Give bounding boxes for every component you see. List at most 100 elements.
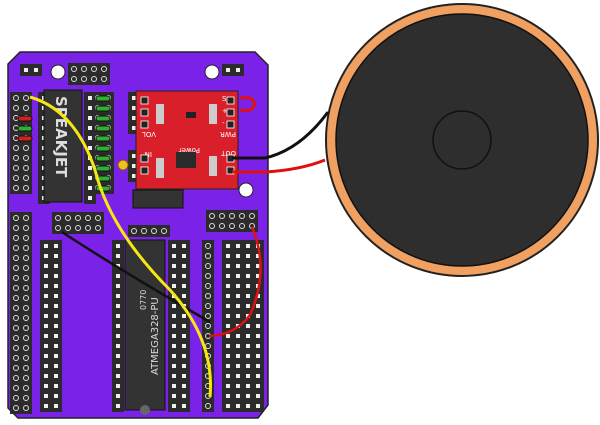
header-pin — [209, 223, 215, 229]
header-pin — [55, 225, 61, 231]
header-pin — [54, 304, 58, 308]
header-pin — [13, 225, 19, 231]
header-pin — [226, 374, 230, 378]
header-pin — [13, 405, 19, 411]
header-pin — [236, 334, 240, 338]
header-pin — [13, 345, 19, 351]
header-pin — [226, 354, 230, 358]
header-pin — [116, 354, 120, 358]
header-pin — [236, 344, 240, 348]
mounting-hole — [50, 64, 66, 80]
header-pin — [23, 145, 29, 151]
header-pin — [182, 384, 186, 388]
header-pin — [54, 364, 58, 368]
header-pin — [44, 254, 48, 258]
header-pin — [13, 155, 19, 161]
header-pin — [13, 305, 19, 311]
header-pin — [23, 105, 29, 111]
header-pin — [23, 225, 29, 231]
header-pin — [236, 304, 240, 308]
header-pin — [226, 254, 230, 258]
wire-red-speaker — [232, 158, 326, 174]
header-pin — [172, 244, 176, 248]
wire-red-jumper — [239, 96, 256, 112]
header-strip — [222, 240, 264, 412]
header-pin — [116, 244, 120, 248]
header-pin — [236, 374, 240, 378]
header-pin — [205, 243, 211, 249]
header-pin — [23, 265, 29, 271]
header-pin — [23, 355, 29, 361]
header-pin — [116, 304, 120, 308]
header-pin — [172, 284, 176, 288]
wire-black-speaker — [232, 111, 330, 160]
header-pin — [44, 274, 48, 278]
header-pin — [13, 255, 19, 261]
header-pin — [23, 235, 29, 241]
pwr-label: PWR — [220, 130, 236, 138]
mounting-hole — [204, 64, 220, 80]
header-pin — [54, 354, 58, 358]
header-pin — [182, 394, 186, 398]
header-pin — [88, 196, 92, 200]
header-pin — [23, 395, 29, 401]
header-pin — [13, 95, 19, 101]
header-pin — [226, 264, 230, 268]
header-pin — [44, 344, 48, 348]
header-pin — [236, 254, 240, 258]
header-pin — [205, 293, 211, 299]
header-strip — [206, 210, 258, 232]
header-pin — [132, 116, 136, 120]
header-pin — [13, 325, 19, 331]
header-pin — [13, 105, 19, 111]
header-pin — [205, 323, 211, 329]
header-pin — [13, 235, 19, 241]
pin-headers — [10, 63, 264, 414]
header-pin — [23, 385, 29, 391]
header-pin — [226, 68, 230, 72]
header-pin — [141, 228, 147, 234]
header-pin — [172, 374, 176, 378]
header-pin — [226, 244, 230, 248]
header-pin — [249, 213, 255, 219]
led-component — [17, 115, 33, 122]
header-pin — [24, 68, 28, 72]
header-pin — [116, 344, 120, 348]
header-pin — [44, 314, 48, 318]
header-pin — [71, 66, 77, 72]
header-pin — [236, 314, 240, 318]
header-pin — [95, 215, 101, 221]
header-pin — [81, 66, 87, 72]
header-pin — [246, 244, 250, 248]
header-strip — [52, 212, 104, 234]
header-pin — [116, 364, 120, 368]
header-pin — [182, 244, 186, 248]
header-pin — [116, 314, 120, 318]
header-pin — [44, 244, 48, 248]
header-pin — [116, 294, 120, 298]
header-pin — [172, 394, 176, 398]
header-pin — [172, 384, 176, 388]
header-pin — [13, 285, 19, 291]
header-pin — [132, 126, 136, 130]
header-pin — [256, 354, 260, 358]
header-pin — [226, 294, 230, 298]
header-pin — [23, 315, 29, 321]
header-pin — [205, 283, 211, 289]
header-pin — [116, 384, 120, 388]
header-pin — [256, 384, 260, 388]
header-pin — [65, 215, 71, 221]
header-pin — [13, 165, 19, 171]
header-strip — [128, 225, 170, 237]
led-component — [95, 165, 111, 172]
power-label: Power — [179, 146, 200, 154]
header-pin — [44, 334, 48, 338]
led-component — [95, 145, 111, 152]
out-label: OUT — [220, 149, 236, 157]
header-pin — [172, 404, 176, 408]
header-pin — [88, 106, 92, 110]
header-pin — [246, 364, 250, 368]
header-pin — [23, 185, 29, 191]
header-pin — [239, 213, 245, 219]
header-pin — [23, 305, 29, 311]
